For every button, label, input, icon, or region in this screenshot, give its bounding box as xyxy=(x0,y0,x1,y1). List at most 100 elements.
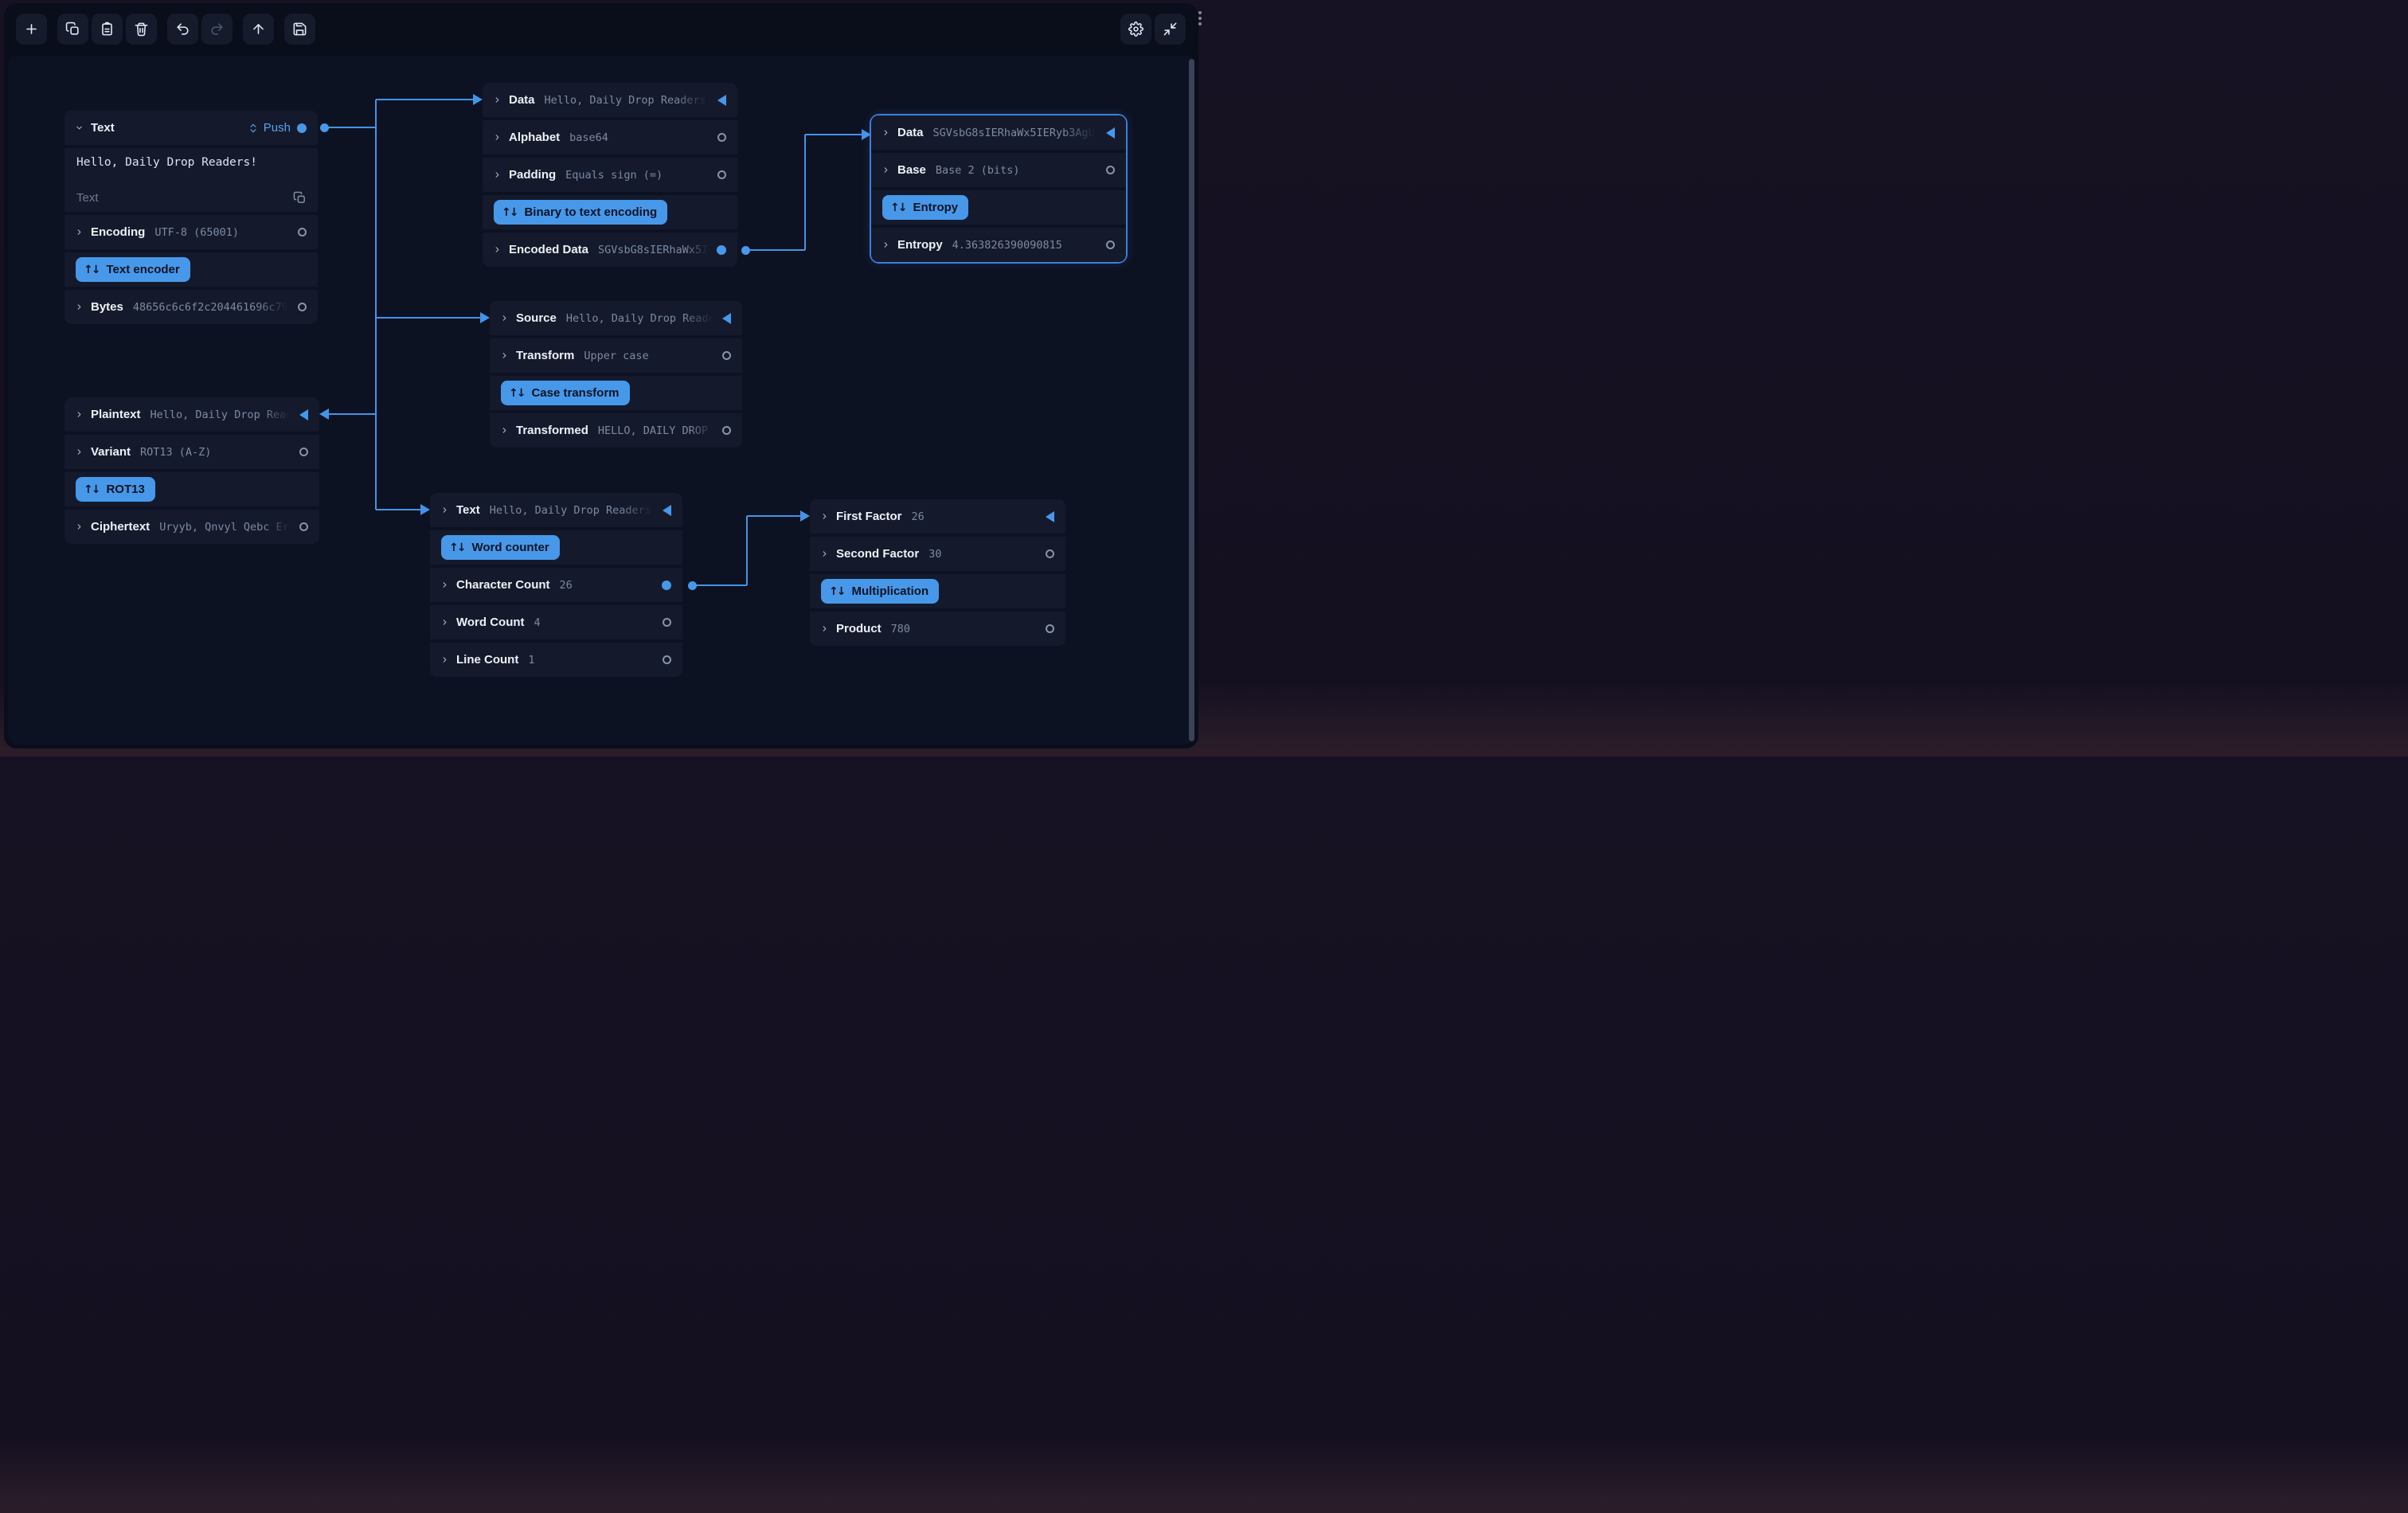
chevron-right-icon[interactable] xyxy=(820,624,829,633)
chevron-right-icon[interactable] xyxy=(493,96,502,104)
row-encoded-data[interactable]: Encoded DataSGVsbG8sIERhaWx5IERyb3AgUmVh… xyxy=(483,233,737,267)
input-connector-entropy-data[interactable] xyxy=(1106,127,1115,139)
output-port-multiplication-second-factor[interactable] xyxy=(1046,549,1054,558)
toolbar-delete-button[interactable] xyxy=(126,14,157,45)
text-value[interactable]: Hello, Daily Drop Readers! xyxy=(76,156,257,169)
chevron-right-icon[interactable] xyxy=(440,506,449,514)
operation-button-word-counter[interactable]: ↑↓Word counter xyxy=(441,535,560,560)
operation-button-binary-to-text-encoding[interactable]: ↑↓Binary to text encoding xyxy=(494,200,668,225)
toolbar-upload-button[interactable] xyxy=(243,14,274,45)
output-port-word-counter-word-count[interactable] xyxy=(663,618,671,627)
input-connector-word-counter-text[interactable] xyxy=(663,504,671,516)
toolbar-collapse-button[interactable] xyxy=(1155,14,1186,45)
output-port-case-transform-transformed[interactable] xyxy=(722,426,731,435)
wire-text-push-to-inputs[interactable] xyxy=(376,316,482,319)
toolbar-paste-button[interactable] xyxy=(92,14,123,45)
operation-button-rot13[interactable]: ↑↓ROT13 xyxy=(76,477,155,502)
wire-character-count-to-first-factor[interactable] xyxy=(692,584,747,587)
wire-origin-dot-text-push-to-inputs[interactable] xyxy=(319,123,329,132)
chevron-right-icon[interactable] xyxy=(493,245,502,254)
wire-text-push-to-inputs[interactable] xyxy=(324,126,376,129)
toolbar-save-button[interactable] xyxy=(284,14,315,45)
wire-text-push-to-inputs[interactable] xyxy=(376,508,422,511)
chevron-right-icon[interactable] xyxy=(440,655,449,664)
toolbar-duplicate-button[interactable] xyxy=(57,14,88,45)
input-connector-rot13-plaintext[interactable] xyxy=(299,409,308,420)
input-connector-binary-to-text-encoding-data[interactable] xyxy=(717,94,726,106)
chevron-right-icon[interactable] xyxy=(493,133,502,142)
output-port-word-counter-line-count[interactable] xyxy=(663,655,671,664)
output-port-rot13-ciphertext[interactable] xyxy=(299,522,308,531)
output-port-text-input-bytes[interactable] xyxy=(298,303,307,311)
operation-button-case-transform[interactable]: ↑↓Case transform xyxy=(501,381,630,405)
output-port-multiplication-product[interactable] xyxy=(1046,624,1054,633)
wire-character-count-to-first-factor[interactable] xyxy=(747,514,802,518)
output-port-binary-to-text-encoding-alphabet[interactable] xyxy=(717,133,726,142)
copy-icon[interactable] xyxy=(293,191,307,205)
wire-origin-dot-character-count-to-first-factor[interactable] xyxy=(687,581,697,590)
chevron-right-icon[interactable] xyxy=(882,128,890,137)
chevron-right-icon[interactable] xyxy=(820,549,829,558)
output-port-entropy-base[interactable] xyxy=(1106,166,1115,174)
output-port-word-counter-character-count[interactable] xyxy=(662,580,671,590)
chevron-down-icon[interactable] xyxy=(75,123,84,132)
output-port-binary-to-text-encoding-padding[interactable] xyxy=(717,170,726,179)
output-port-binary-to-text-encoding-encoded-data[interactable] xyxy=(717,244,726,255)
text-editor-area[interactable]: Hello, Daily Drop Readers!Text xyxy=(64,148,318,212)
wire-encoded-data-to-entropy-data[interactable] xyxy=(805,133,863,136)
wire-encoded-data-to-entropy-data[interactable] xyxy=(745,248,805,252)
chevron-right-icon[interactable] xyxy=(820,512,829,521)
operation-button-text-encoder[interactable]: ↑↓Text encoder xyxy=(76,257,190,282)
wire-text-push-to-inputs[interactable] xyxy=(329,412,376,416)
toolbar-undo-button[interactable] xyxy=(167,14,198,45)
wire-origin-dot-encoded-data-to-entropy-data[interactable] xyxy=(741,245,750,255)
push-mode-badge[interactable]: Push xyxy=(248,121,291,135)
output-port-entropy-entropy[interactable] xyxy=(1106,240,1115,249)
chevron-right-icon[interactable] xyxy=(75,522,84,531)
wire-encoded-data-to-entropy-data[interactable] xyxy=(803,135,807,250)
chevron-right-icon[interactable] xyxy=(500,314,509,323)
chevron-right-icon[interactable] xyxy=(440,581,449,589)
wire-text-push-to-inputs[interactable] xyxy=(376,98,475,101)
vertical-scrollbar[interactable] xyxy=(1189,59,1194,741)
toolbar-add-button[interactable] xyxy=(16,14,47,45)
chevron-right-icon[interactable] xyxy=(75,303,84,311)
chevron-right-icon[interactable] xyxy=(75,228,84,237)
row-bytes[interactable]: Bytes48656c6c6f2c204461696c792044726f702… xyxy=(64,290,318,324)
chevron-right-icon[interactable] xyxy=(75,448,84,456)
input-connector-case-transform-source[interactable] xyxy=(722,312,731,324)
row-data[interactable]: DataSGVsbG8sIERhaWx5IERyb3AgUmVhZGVycyE= xyxy=(871,115,1126,150)
toolbar-redo-button[interactable] xyxy=(201,14,233,45)
chevron-right-icon[interactable] xyxy=(440,618,449,627)
chevron-right-icon[interactable] xyxy=(500,351,509,360)
output-port-text-input-encoding[interactable] xyxy=(298,228,307,237)
chevron-right-icon[interactable] xyxy=(493,170,502,179)
chevron-right-icon[interactable] xyxy=(882,166,890,174)
input-connector-multiplication-first-factor[interactable] xyxy=(1046,510,1054,522)
node-entropy[interactable]: DataSGVsbG8sIERhaWx5IERyb3AgUmVhZGVycyE=… xyxy=(871,115,1126,262)
operation-button-entropy[interactable]: ↑↓Entropy xyxy=(882,195,969,220)
chevron-right-icon[interactable] xyxy=(882,240,890,249)
